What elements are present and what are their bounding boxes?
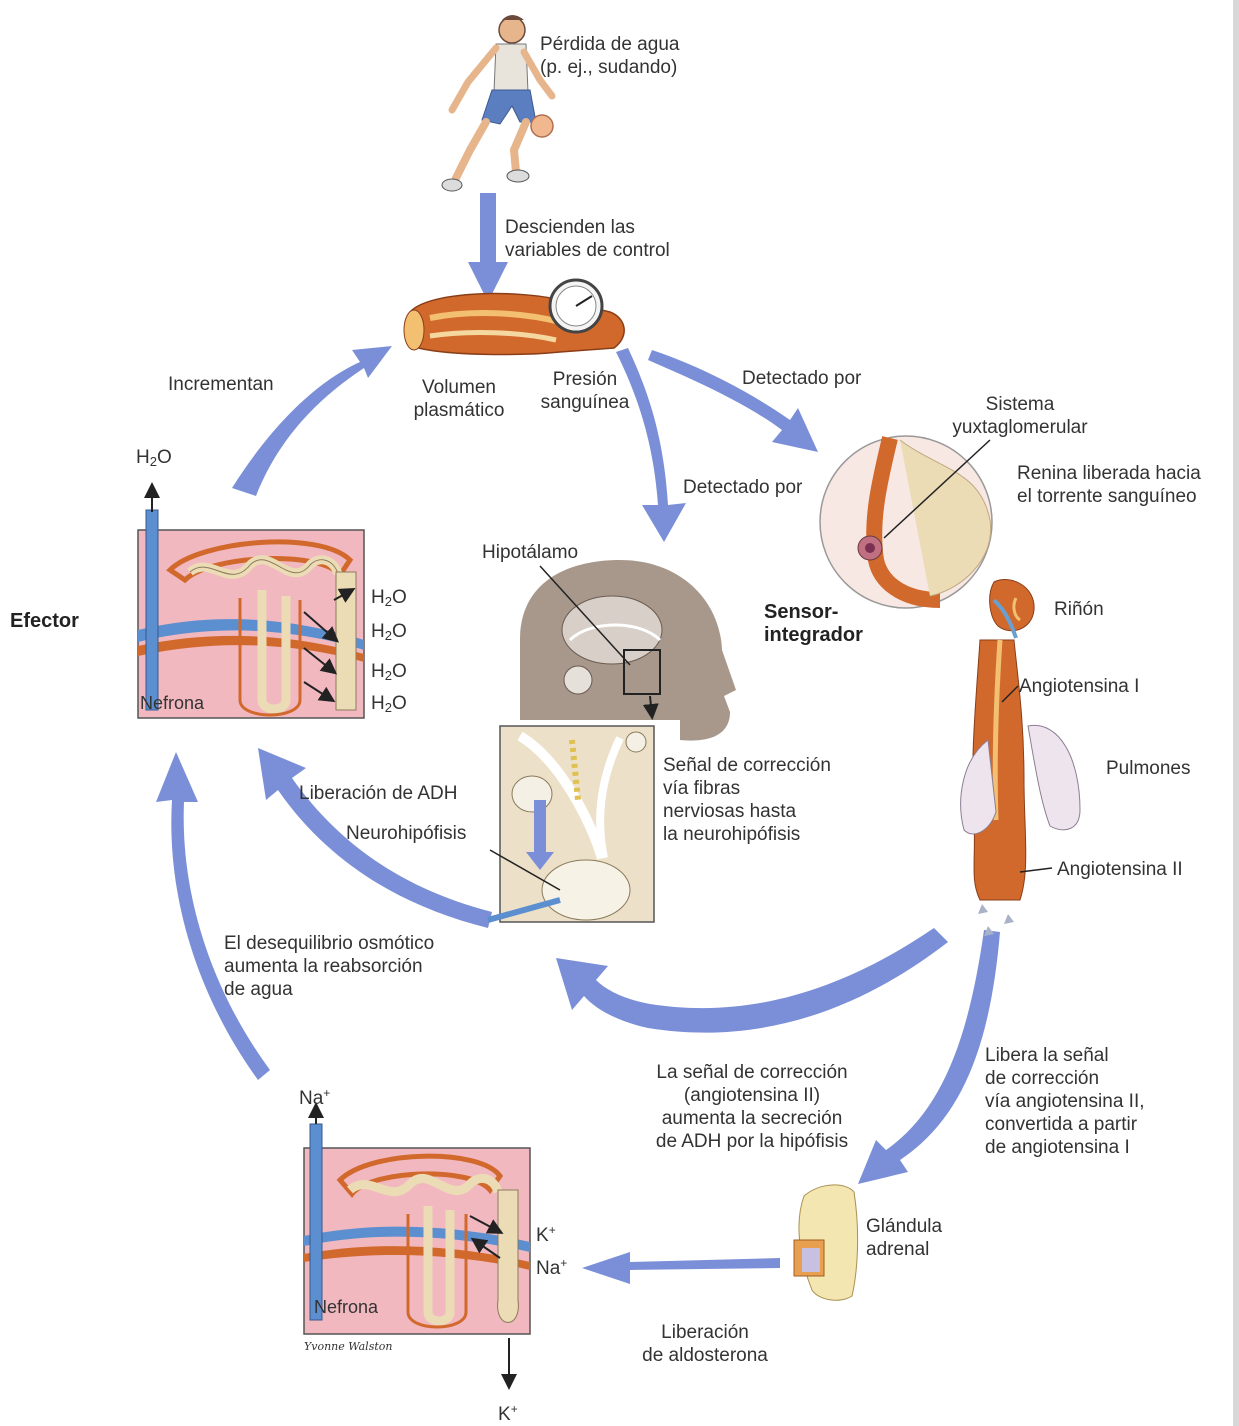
hypothalamus-label: Hipotálamo bbox=[482, 541, 578, 564]
h2o-top-label: H2O bbox=[136, 446, 172, 473]
arrow-osmotic bbox=[156, 752, 270, 1080]
athlete-illustration bbox=[442, 15, 553, 191]
jg-circle-illustration bbox=[820, 436, 992, 608]
detected-by-sensor-label: Detectado por bbox=[742, 367, 861, 390]
neurohypophysis-label: Neurohipófisis bbox=[346, 822, 466, 845]
blood-vessel-illustration bbox=[404, 280, 624, 354]
nephron-top-label: Nefrona bbox=[140, 692, 204, 715]
arrow-aldosterone bbox=[582, 1252, 780, 1284]
k-label-panel: K+ bbox=[536, 1219, 556, 1247]
kidney-label: Riñón bbox=[1054, 598, 1104, 621]
arrow-incrementan bbox=[232, 346, 392, 496]
arrow-angiotensin-to-adh bbox=[556, 928, 948, 1033]
adrenal-gland-illustration bbox=[794, 1185, 858, 1300]
k-bottom-label: K+ bbox=[498, 1398, 518, 1426]
scan-edge bbox=[1233, 0, 1239, 1426]
arrow-to-sensor bbox=[648, 350, 818, 452]
angiotensin-1-label: Angiotensina I bbox=[1019, 675, 1139, 698]
nephron-bottom-label: Nefrona bbox=[314, 1296, 378, 1319]
h2o-label-4: H2O bbox=[371, 692, 407, 719]
na-top-label: Na+ bbox=[299, 1082, 330, 1110]
h2o-label-1: H2O bbox=[371, 586, 407, 613]
water-loss-label: Pérdida de agua(p. ej., sudando) bbox=[540, 33, 679, 79]
increase-label: Incrementan bbox=[168, 373, 274, 396]
na-label-panel: Na+ bbox=[536, 1252, 567, 1280]
lungs-label: Pulmones bbox=[1106, 757, 1191, 780]
sensor-integrator-label: Sensor-integrador bbox=[764, 601, 863, 647]
angiotensin-signal-label: La señal de corrección(angiotensina II) … bbox=[630, 1061, 874, 1153]
artist-signature: Yvonne Walston bbox=[304, 1340, 392, 1353]
adh-release-label: Liberación de ADH bbox=[299, 782, 457, 805]
h2o-label-2: H2O bbox=[371, 620, 407, 647]
nephron-panel-top bbox=[138, 486, 364, 718]
kidney-lungs-illustration bbox=[961, 580, 1080, 936]
h2o-label-3: H2O bbox=[371, 660, 407, 687]
effector-label: Efector bbox=[10, 610, 79, 633]
detected-by-hypothalamus-label: Detectado por bbox=[683, 476, 802, 499]
head-illustration bbox=[520, 560, 736, 741]
angiotensin-2-label: Angiotensina II bbox=[1057, 858, 1183, 881]
hypophysis-panel bbox=[488, 726, 654, 922]
arrow-water-loss-down bbox=[468, 193, 508, 302]
